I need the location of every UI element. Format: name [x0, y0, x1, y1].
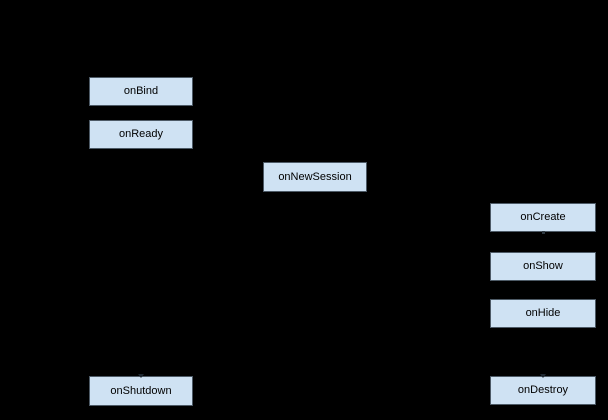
node-ondestroy: onDestroy: [490, 376, 596, 405]
arrowhead-tip-onshutdown: [138, 374, 144, 378]
node-onnewsession: onNewSession: [263, 162, 367, 192]
arrow-stub-oncreate: [542, 231, 545, 234]
node-oncreate: onCreate: [490, 203, 596, 232]
node-onhide: onHide: [490, 299, 596, 328]
node-onshow: onShow: [490, 252, 596, 281]
node-onready: onReady: [89, 120, 193, 149]
node-onshutdown: onShutdown: [89, 376, 193, 406]
node-onbind: onBind: [89, 77, 193, 106]
arrowhead-tip-ondestroy: [540, 374, 546, 378]
